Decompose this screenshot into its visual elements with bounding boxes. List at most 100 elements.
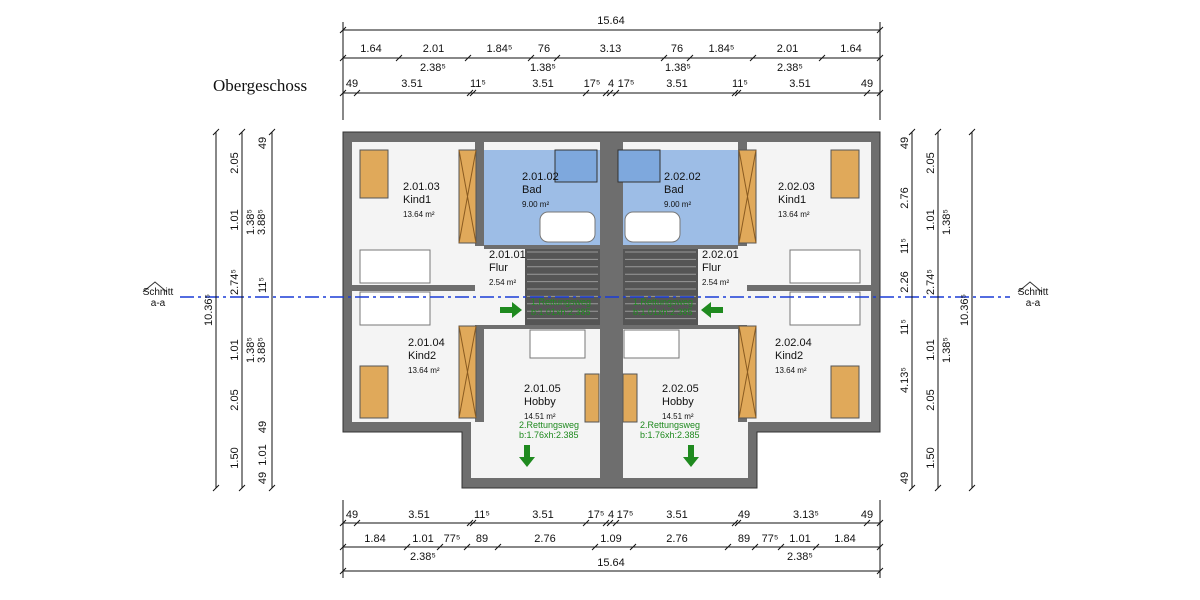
bed <box>359 291 431 326</box>
dimension-label: 3.51 <box>532 509 553 521</box>
dimension-label: 77⁵ <box>762 533 779 545</box>
dimension-label: 49 <box>738 509 750 521</box>
dimension-tick <box>876 54 884 62</box>
dimension-tick <box>238 128 246 136</box>
dimension-label: 2.76 <box>534 533 555 545</box>
escape-arrow-icon <box>683 445 699 467</box>
dimension-tick <box>353 519 361 527</box>
bathtub <box>624 211 681 243</box>
room-name: Kind2 <box>775 350 803 362</box>
dimension-label: 2.01 <box>777 43 798 55</box>
dimension-tick <box>629 543 637 551</box>
escape-arrow-icon <box>519 445 535 467</box>
dimension-tick <box>469 519 477 527</box>
dimension-label: 11⁵ <box>474 509 490 521</box>
dimension-tick <box>876 543 884 551</box>
dimension-label: 3.88⁵ <box>256 209 268 235</box>
dimension-tick <box>863 519 871 527</box>
dimension-tick <box>494 543 502 551</box>
room-area: 13.64 m² <box>403 210 435 219</box>
dimension-label: 2.38⁵ <box>777 62 803 74</box>
dimension-tick <box>606 519 614 527</box>
dimension-label: 49 <box>257 137 269 149</box>
dimension-label: 2.05 <box>925 152 937 173</box>
room-name: Bad <box>522 184 542 196</box>
dimension-label: 2.74⁵ <box>925 269 937 295</box>
interior-wall <box>484 325 600 329</box>
dimension-label: 3.13 <box>600 43 621 55</box>
room-name: Hobby <box>662 396 694 408</box>
dimension-label: 49 <box>346 509 358 521</box>
dimension-label: 2.38⁵ <box>420 62 446 74</box>
dimension-label: 89 <box>738 533 750 545</box>
dimension-tick <box>606 89 614 97</box>
escape-route-label: b:1.01xh:2.385 <box>633 307 693 317</box>
dimension-label: 49 <box>899 472 911 484</box>
section-marker-icon <box>1017 281 1043 293</box>
dimension-label: 1.64 <box>840 43 861 55</box>
dimension-label: 1.01 <box>229 339 241 360</box>
dimension-label: 1.01 <box>412 533 433 545</box>
escape-route-label: b:1.76xh:2.385 <box>640 430 700 440</box>
dimension-label: 2.05 <box>229 389 241 410</box>
dimension-tick <box>660 54 668 62</box>
dimension-label: 2.38⁵ <box>410 551 436 563</box>
dimension-tick <box>268 484 276 492</box>
dimension-tick <box>353 89 361 97</box>
dimension-label: 1.01 <box>925 209 937 230</box>
dimension-tick <box>968 484 976 492</box>
dimension-tick <box>731 89 739 97</box>
dimension-tick <box>582 519 590 527</box>
interior-wall <box>484 245 600 249</box>
dimension-label: 15.64 <box>597 557 625 569</box>
dimension-label: 1.01 <box>789 533 810 545</box>
bed <box>789 249 861 284</box>
dimension-tick <box>463 543 471 551</box>
dimension-label: 4.13⁵ <box>899 367 911 393</box>
dimension-tick <box>724 543 732 551</box>
floor-title: Obergeschoss <box>213 76 308 95</box>
room-name: Flur <box>702 262 721 274</box>
dimension-tick <box>466 89 474 97</box>
dimension-label: 10.36⁵ <box>203 294 215 326</box>
room-number: 2.01.01 <box>489 249 526 261</box>
room-area: 13.64 m² <box>778 210 810 219</box>
dimension-label: 11⁵ <box>899 319 911 335</box>
dimension-label: 1.01 <box>925 339 937 360</box>
room-name: Bad <box>664 184 684 196</box>
escape-arrow-icon <box>500 302 522 318</box>
dimension-label: 76 <box>671 43 683 55</box>
dimension-label: 11⁵ <box>732 78 748 90</box>
dimension-label: 11⁵ <box>899 238 911 254</box>
dimension-tick <box>612 89 620 97</box>
section-marker-icon <box>142 281 168 293</box>
escape-route-label: 2.Rettungsweg <box>519 420 579 430</box>
dimension-label: 49 <box>257 472 269 484</box>
dimension-label: 1.84⁵ <box>487 43 513 55</box>
dimension-tick <box>464 54 472 62</box>
dimension-label: 49 <box>257 421 269 433</box>
interior-wall <box>623 245 738 249</box>
room-name: Flur <box>489 262 508 274</box>
dimension-tick <box>734 519 742 527</box>
dimension-label: 49 <box>899 137 911 149</box>
dimension-tick <box>934 128 942 136</box>
room-area: 9.00 m² <box>522 200 549 209</box>
room-area: 14.51 m² <box>524 412 556 421</box>
dimension-label: 2.05 <box>925 389 937 410</box>
wardrobe-cross <box>738 325 757 419</box>
dimension-label: 1.01 <box>229 209 241 230</box>
room-area: 13.64 m² <box>408 366 440 375</box>
escape-route-label: b:1.01xh:2.385 <box>531 307 591 317</box>
wardrobe-cross <box>458 325 477 419</box>
party-wall <box>600 142 623 478</box>
dimension-label: 17⁵ <box>618 78 635 90</box>
dimension-label: 2.26 <box>899 271 911 292</box>
dimension-label: 3.88⁵ <box>256 337 268 363</box>
staircase <box>623 249 698 325</box>
sofa <box>529 329 586 359</box>
dimension-tick <box>339 89 347 97</box>
dimension-label: 11⁵ <box>470 78 486 90</box>
dimension-label: 1.38⁵ <box>665 62 691 74</box>
